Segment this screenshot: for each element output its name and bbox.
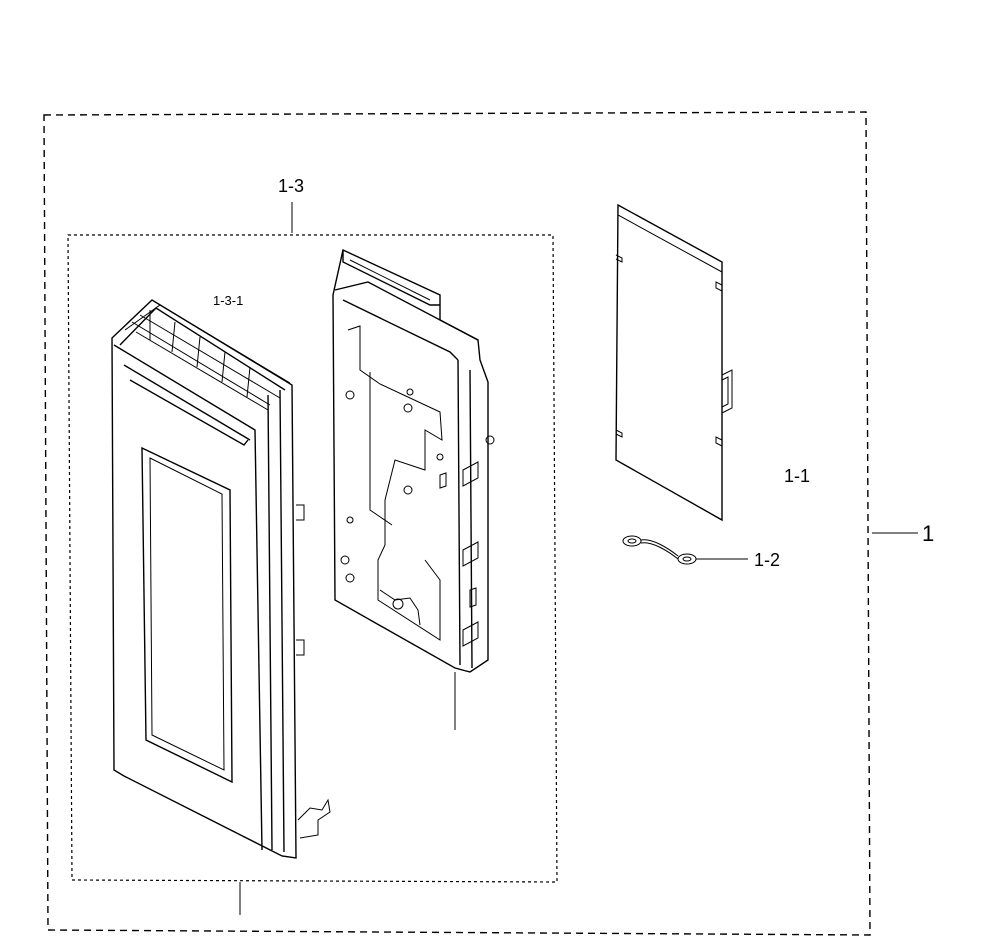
label-1-3: 1-3 bbox=[278, 176, 304, 196]
label-1: 1 bbox=[922, 521, 934, 546]
subassembly-1-3-boundary bbox=[67, 202, 558, 915]
door-front-panel bbox=[111, 299, 331, 859]
door-frame-chassis bbox=[332, 248, 495, 730]
assembly-1-boundary bbox=[43, 111, 871, 936]
label-1-1: 1-1 bbox=[784, 466, 810, 486]
part-1-2-wire bbox=[622, 535, 748, 565]
part-1-1-panel bbox=[615, 203, 733, 522]
label-1-3-1: 1-3-1 bbox=[213, 293, 243, 308]
label-1-2: 1-2 bbox=[754, 550, 780, 570]
